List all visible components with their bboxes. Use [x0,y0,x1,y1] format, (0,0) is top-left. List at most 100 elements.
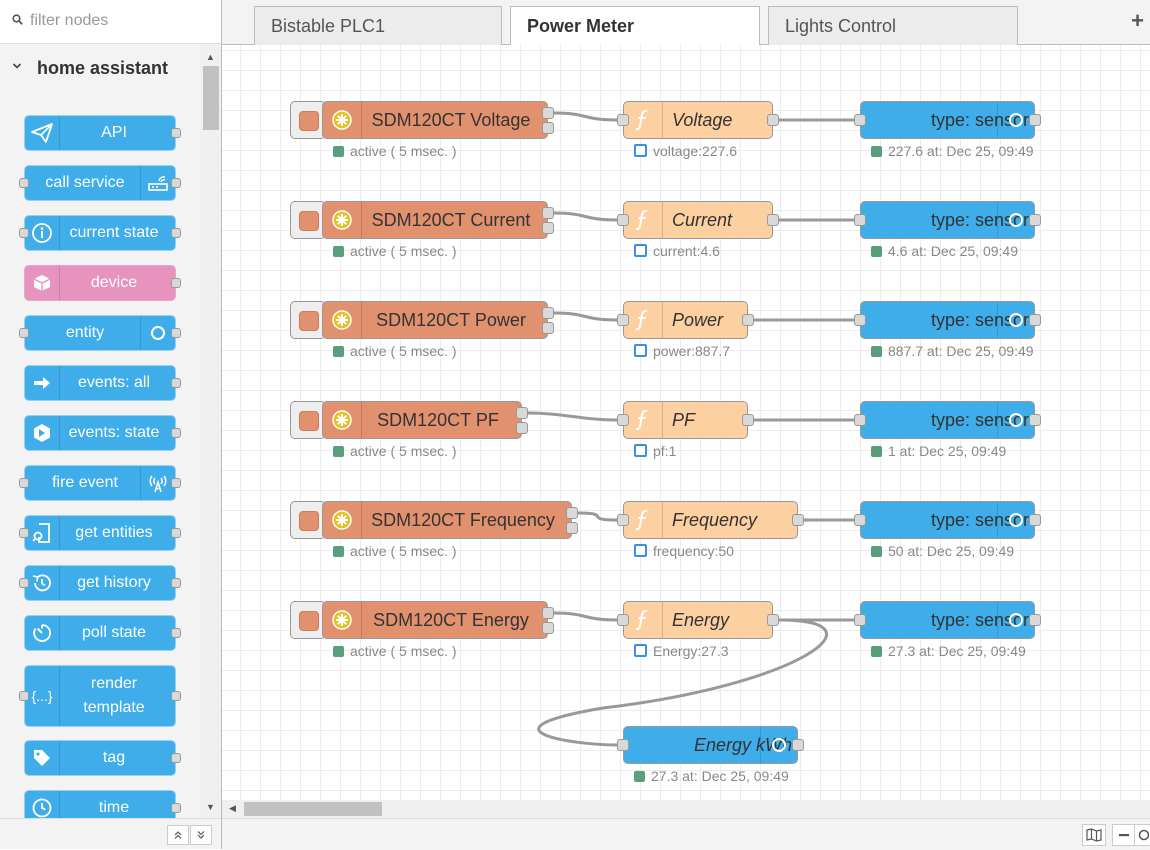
wire[interactable] [527,411,618,422]
input-port[interactable] [854,614,866,626]
input-port[interactable] [617,414,629,426]
tab-power-meter[interactable]: Power Meter [510,6,760,45]
function-node-pf[interactable]: PF [623,401,748,439]
tab-bistable-plc1[interactable]: Bistable PLC1 [254,6,502,45]
output-port[interactable] [1029,614,1041,626]
palette-node-poll-state[interactable]: poll state [24,615,181,651]
palette-node-entity[interactable]: entity [19,315,181,351]
palette-scroll-thumb[interactable] [203,66,219,130]
scroll-left-arrow-icon[interactable]: ◀ [229,803,236,813]
output-port[interactable] [1029,114,1041,126]
input-port[interactable] [19,178,29,188]
ha-sensor-node[interactable]: type: sensor [860,301,1035,339]
node-sdm120ct-voltage[interactable]: SDM120CT Voltage [322,101,548,139]
input-port[interactable] [19,578,29,588]
zoom-reset-icon[interactable] [1134,824,1150,846]
output-port[interactable] [171,528,181,538]
output-port[interactable] [171,478,181,488]
input-port[interactable] [617,114,629,126]
palette-node-time[interactable]: time [24,790,181,818]
inject-trigger-button[interactable] [290,101,326,139]
node-sdm120ct-power[interactable]: SDM120CT Power [322,301,548,339]
inject-trigger-button[interactable] [290,501,326,539]
output-port[interactable] [516,407,528,419]
inject-trigger-button[interactable] [290,301,326,339]
output-port[interactable] [542,322,554,334]
palette-node-api[interactable]: API [24,115,181,151]
output-port[interactable] [516,422,528,434]
node-sdm120ct-current[interactable]: SDM120CT Current [322,201,548,239]
workspace-scroll-thumb[interactable] [244,802,382,816]
output-port[interactable] [171,753,181,763]
function-node-energy[interactable]: Energy [623,601,773,639]
palette-node-tag[interactable]: tag [24,740,181,776]
input-port[interactable] [617,514,629,526]
output-port[interactable] [1029,314,1041,326]
map-icon[interactable] [1082,824,1106,846]
inject-trigger-button[interactable] [290,401,326,439]
output-port[interactable] [1029,214,1041,226]
output-port[interactable] [171,178,181,188]
output-port[interactable] [542,307,554,319]
palette-node-fire-event[interactable]: fire event [19,465,181,501]
output-port[interactable] [542,222,554,234]
input-port[interactable] [19,478,29,488]
output-port[interactable] [566,522,578,534]
zoom-out-icon[interactable] [1112,824,1136,846]
input-port[interactable] [617,739,629,751]
input-port[interactable] [854,114,866,126]
output-port[interactable] [792,514,804,526]
node-sdm120ct-energy[interactable]: SDM120CT Energy [322,601,548,639]
output-port[interactable] [171,378,181,388]
palette-node-events-state[interactable]: events: state [24,415,181,451]
wire[interactable] [553,111,618,122]
input-port[interactable] [617,214,629,226]
output-port[interactable] [792,739,804,751]
output-port[interactable] [171,128,181,138]
function-node-current[interactable]: Current [623,201,773,239]
palette-scrollbar[interactable]: ▲ ▼ [200,44,221,818]
output-port[interactable] [171,428,181,438]
output-port[interactable] [542,622,554,634]
ha-sensor-node[interactable]: type: sensor [860,101,1035,139]
wire[interactable] [553,211,618,222]
input-port[interactable] [19,691,29,701]
palette-node-current-state[interactable]: current state [19,215,181,251]
function-node-frequency[interactable]: Frequency [623,501,798,539]
wire[interactable] [553,611,618,622]
output-port[interactable] [171,803,181,813]
output-port[interactable] [742,314,754,326]
wire[interactable] [553,311,618,322]
input-port[interactable] [854,414,866,426]
palette-node-get-history[interactable]: get history [19,565,181,601]
palette-node-device[interactable]: device [24,265,181,301]
output-port[interactable] [767,114,779,126]
ha-sensor-node[interactable]: type: sensor [860,501,1035,539]
input-port[interactable] [854,514,866,526]
input-port[interactable] [617,614,629,626]
output-port[interactable] [542,107,554,119]
output-port[interactable] [171,578,181,588]
palette-node-events-all[interactable]: events: all [24,365,181,401]
function-node-power[interactable]: Power [623,301,748,339]
workspace-horizontal-scrollbar[interactable]: ◀ [222,800,1150,818]
expand-all-icon[interactable] [190,825,212,845]
output-port[interactable] [171,691,181,701]
scroll-down-arrow-icon[interactable]: ▼ [206,802,215,812]
add-tab-icon[interactable]: + [1131,8,1144,33]
output-port[interactable] [171,328,181,338]
ha-sensor-node-energy-kwh[interactable]: Energy kWh [623,726,798,764]
output-port[interactable] [171,628,181,638]
node-sdm120ct-frequency[interactable]: SDM120CT Frequency [322,501,572,539]
wire[interactable] [537,618,828,747]
output-port[interactable] [542,607,554,619]
input-port[interactable] [854,314,866,326]
input-port[interactable] [19,228,29,238]
output-port[interactable] [566,507,578,519]
category-header-home-assistant[interactable]: home assistant [0,44,200,95]
output-port[interactable] [171,278,181,288]
palette-node-call-service[interactable]: call service [19,165,181,201]
filter-nodes-input[interactable] [28,11,212,31]
output-port[interactable] [542,207,554,219]
